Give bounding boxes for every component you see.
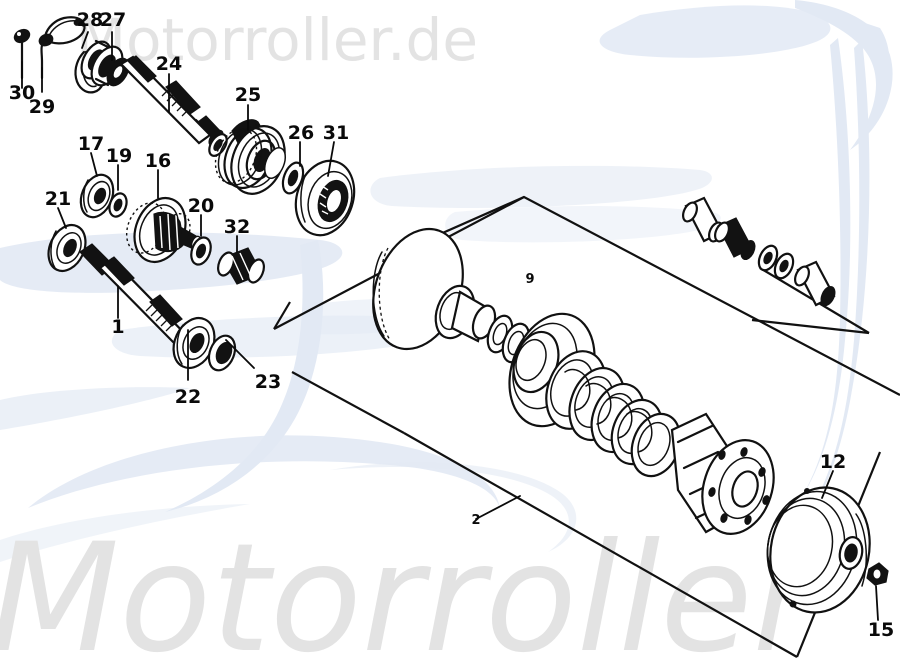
part-29-lever bbox=[38, 16, 86, 80]
callout-32: 32 bbox=[224, 216, 250, 238]
part-12-clutch-bell bbox=[766, 486, 871, 614]
callout-12: 12 bbox=[820, 451, 846, 473]
part-24-counter-shaft bbox=[119, 55, 224, 147]
callout-leader-lines bbox=[21, 31, 879, 621]
callout-26: 26 bbox=[288, 122, 314, 144]
callout-15: 15 bbox=[868, 619, 894, 641]
callout-30: 30 bbox=[9, 82, 35, 104]
callout-9: 9 bbox=[525, 272, 534, 287]
part-31-ball-bearing bbox=[294, 159, 356, 237]
callout-1: 1 bbox=[111, 316, 124, 338]
part-20-washer bbox=[190, 236, 212, 266]
part-25-counter-gear bbox=[214, 119, 287, 195]
callout-23: 23 bbox=[255, 371, 281, 393]
part-15-clutch-nut bbox=[866, 562, 889, 586]
callout-31: 31 bbox=[323, 122, 349, 144]
part-22-bearing bbox=[172, 317, 216, 369]
callout-22: 22 bbox=[175, 386, 201, 408]
callout-20: 20 bbox=[188, 195, 214, 217]
part-23-oil-seal bbox=[207, 334, 237, 372]
part-9-variator-assembly bbox=[372, 227, 775, 535]
part-19-washer bbox=[108, 192, 128, 218]
callout-29: 29 bbox=[29, 96, 55, 118]
callout-25: 25 bbox=[235, 84, 261, 106]
watermark-bottom-text: Motorroller bbox=[0, 512, 823, 668]
callout-17: 17 bbox=[78, 133, 104, 155]
part-16-drive-gear bbox=[125, 197, 202, 263]
callout-21: 21 bbox=[45, 188, 71, 210]
part-17-bearing bbox=[79, 173, 115, 219]
part-26-small-washer-left bbox=[208, 133, 228, 157]
callout-16: 16 bbox=[145, 150, 171, 172]
callout-28-upper: 28 bbox=[77, 9, 103, 31]
callout-2: 2 bbox=[471, 513, 480, 528]
callout-numbers: 30 29 28 27 24 25 26 31 17 19 16 20 32 2… bbox=[9, 9, 894, 641]
callout-27: 27 bbox=[100, 9, 126, 31]
part-32-bushing bbox=[217, 247, 265, 285]
roller-parts-top-right bbox=[682, 196, 836, 307]
part-26-washer bbox=[281, 161, 305, 195]
callout-19: 19 bbox=[106, 145, 132, 167]
callout-24: 24 bbox=[156, 53, 182, 75]
